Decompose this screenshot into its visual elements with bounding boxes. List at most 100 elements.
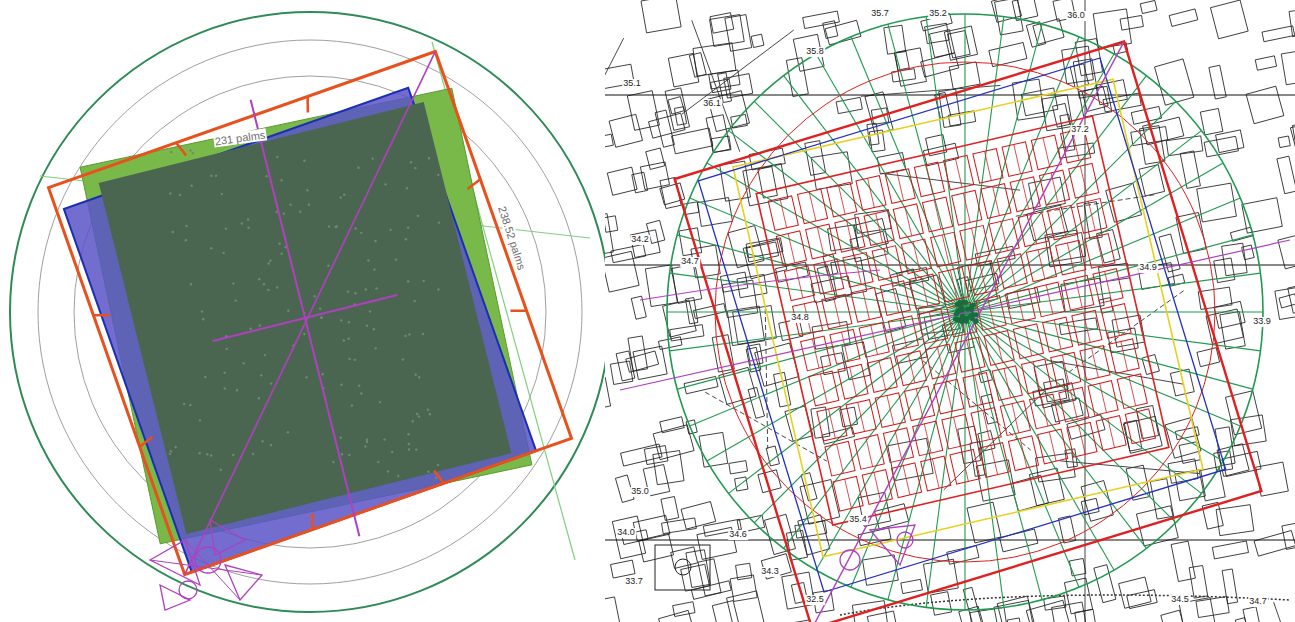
insula-block [896,351,926,386]
photo-texture [232,454,234,456]
building-outline [725,15,752,52]
building-outline [736,563,752,579]
radial-line [667,311,965,312]
photo-texture [366,441,368,443]
photo-texture [258,278,260,280]
insula-block [914,162,944,197]
radial-line [965,312,1042,600]
photo-texture [374,240,376,242]
building-outline [628,336,648,371]
photo-texture [372,157,374,159]
insula-block [1000,401,1030,436]
building-outline [1044,379,1067,402]
insula-division [809,192,816,221]
photo-texture [367,259,369,261]
building-outline [1155,59,1194,105]
insula-division [1049,432,1056,461]
building-outline [1084,202,1102,240]
insula-block [971,408,1001,443]
insula-division [842,332,849,361]
photo-texture [320,317,322,319]
photo-texture [276,156,278,158]
building-outline [712,601,738,622]
photo-texture [354,359,356,361]
insula-division [879,360,886,389]
insula-block [864,211,894,246]
photo-texture [408,333,410,335]
elevation-number: 36.1 [702,99,722,109]
insula-block [893,204,923,239]
photo-texture [305,376,307,378]
insula-division [838,185,845,214]
photo-texture [190,283,192,285]
insula-division [932,459,939,488]
building-outline [959,606,988,622]
insula-division [996,333,1003,362]
insula-division [985,151,992,180]
street-edge [1069,291,1183,372]
elevation-number: 35.8 [805,47,825,57]
photo-texture [265,175,267,177]
photo-texture [287,310,289,312]
photo-texture [354,227,356,229]
insula-division [934,200,941,229]
building-outline [632,172,648,193]
building-outline [671,264,702,303]
insula-division [837,444,844,473]
insula-block [942,414,972,449]
building-outline [1290,120,1295,147]
photo-texture [236,389,238,391]
insula-division [1072,131,1079,160]
insula-division [874,472,881,501]
orange-notch [311,514,314,530]
insula-block [809,371,839,406]
insula-division [1012,404,1019,433]
building-outline [1278,136,1290,148]
left-panel [10,12,610,612]
center-mark [955,302,960,307]
gate-triangle [225,565,262,600]
insula-division [892,284,899,313]
photo-texture [340,437,342,439]
photo-texture [348,454,350,456]
photo-texture [321,373,323,375]
photo-texture [335,225,337,227]
photo-texture [247,227,249,229]
insula-division [788,234,795,263]
building-outline [1214,301,1245,328]
photo-texture [415,449,417,451]
building-outline [641,0,681,33]
photo-texture [223,372,225,374]
radial-line [965,37,1079,312]
insula-division [900,319,907,348]
photo-texture [269,259,271,261]
orange-notch [306,96,309,112]
photo-texture [360,232,362,234]
insula-division [1025,327,1032,356]
insula-division [1038,250,1045,279]
elevation-number: 34.5 [1170,595,1190,605]
elevation-number: 34.8 [790,313,810,323]
insula-block [947,302,977,337]
photo-texture [261,440,263,442]
building-outline [672,128,713,154]
insula-block [1013,324,1043,359]
photo-texture [408,443,410,445]
elevation-number: 36.0 [1066,11,1086,21]
building-outline [895,51,910,71]
insula-division [921,277,928,306]
building-outline [1230,415,1266,446]
street-edge [881,173,1020,190]
insula-block [801,336,831,371]
insula-division [1033,362,1040,391]
sports-field [655,545,710,590]
radial-line [965,235,1253,312]
insula-division [1046,285,1053,314]
photo-texture [383,438,385,440]
photo-texture [270,444,272,446]
photo-texture [364,445,366,447]
insula-division [1062,355,1069,384]
building-outline [1169,9,1198,27]
photo-texture [259,324,261,326]
insula-division [955,158,962,187]
